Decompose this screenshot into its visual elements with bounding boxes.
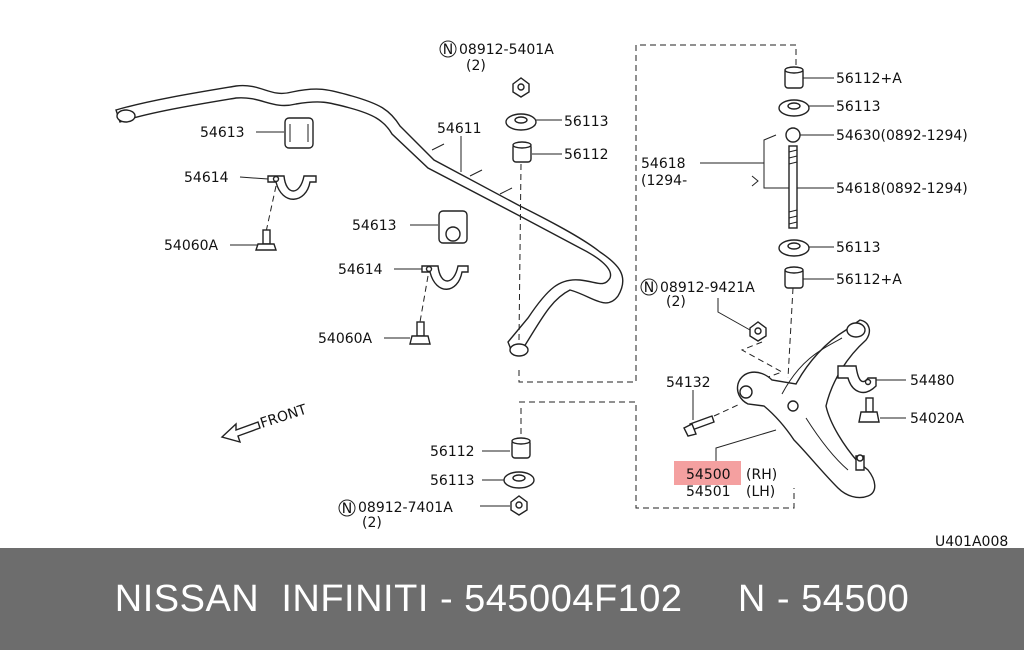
lower-control-arm — [736, 319, 876, 499]
bushing-left-1 — [284, 117, 314, 149]
link-washer-top — [778, 99, 810, 117]
link-rod-right-label: 54618(0892-1294) — [836, 181, 968, 197]
nut-bottom-code: 08912-7401A — [358, 500, 453, 516]
clamp-left-2 — [421, 265, 469, 290]
clamp-left-1-label: 54614 — [184, 170, 229, 186]
nut-bottom-qty: (2) — [362, 515, 382, 531]
bushing-top — [512, 141, 532, 163]
bushing-bottom — [511, 437, 531, 459]
link-bushing-top-label: 56112+A — [836, 71, 902, 87]
nut-arm — [749, 321, 767, 342]
bolt-left-1-label: 54060A — [164, 238, 219, 254]
arm-rh-side: (RH) — [746, 467, 777, 483]
nut-top-qty: (2) — [466, 58, 486, 74]
bushing-left-2 — [438, 210, 468, 244]
link-washer-top-label: 56113 — [836, 99, 881, 115]
arm-rh-label: 54500 — [686, 467, 731, 483]
link-collar-label: 54630(0892-1294) — [836, 128, 968, 144]
stabilizer-bar — [115, 84, 624, 357]
nut-top — [512, 77, 530, 98]
circled-n-marker: N — [439, 40, 457, 58]
front-label: FRONT — [258, 402, 309, 432]
svg-text:N: N — [644, 280, 654, 296]
svg-text:N: N — [342, 501, 352, 517]
bracket-bolt — [858, 397, 880, 423]
link-collar — [785, 127, 801, 143]
part-highlight — [674, 461, 741, 485]
link-washer-bottom-label: 56113 — [836, 240, 881, 256]
link-rod-left-date: (1294- — [641, 173, 687, 189]
bolt-left-2-label: 54060A — [318, 331, 373, 347]
part-number-caption: NISSAN INFINITI - 545004F102 N - 54500 — [114, 577, 910, 620]
bushing-left-1-label: 54613 — [200, 125, 245, 141]
clamp-left-1 — [267, 175, 317, 200]
diagram-code: U401A008 — [935, 534, 1008, 548]
washer-top — [505, 113, 537, 131]
link-bushing-top — [784, 66, 804, 89]
bushing-bottom-label: 56112 — [430, 444, 475, 460]
parts-diagram: FRONT — [115, 40, 1008, 548]
bracket — [837, 365, 877, 394]
front-arrow-icon — [220, 421, 261, 444]
arm-lh-label: 54501 — [686, 484, 731, 500]
bracket-bolt-label: 54020A — [910, 411, 965, 427]
bushing-top-label: 56112 — [564, 147, 609, 163]
circled-n-marker: N — [640, 278, 658, 296]
stabilizer-bar-label: 54611 — [437, 121, 482, 137]
arm-bolt — [683, 415, 715, 437]
link-washer-bottom — [778, 239, 810, 257]
circled-n-marker: N — [338, 499, 356, 517]
bolt-left-2 — [409, 321, 431, 345]
arm-bolt-label: 54132 — [666, 375, 711, 391]
arm-nut-qty: (2) — [666, 294, 686, 310]
bolt-left-1 — [255, 229, 277, 251]
nut-top-code: 08912-5401A — [459, 42, 554, 58]
link-rod-left-label: 54618 — [641, 156, 686, 172]
arm-nut-code: 08912-9421A — [660, 280, 755, 296]
washer-top-label: 56113 — [564, 114, 609, 130]
clamp-left-2-label: 54614 — [338, 262, 383, 278]
washer-bottom — [503, 471, 535, 489]
bracket-label: 54480 — [910, 373, 955, 389]
footer-banner: NISSAN INFINITI - 545004F102 N - 54500 — [0, 548, 1024, 650]
arm-lh-side: (LH) — [746, 484, 775, 500]
link-bushing-bottom-label: 56112+A — [836, 272, 902, 288]
washer-bottom-label: 56113 — [430, 473, 475, 489]
nut-bottom — [510, 495, 528, 516]
link-rod — [788, 145, 798, 229]
bushing-left-2-label: 54613 — [352, 218, 397, 234]
svg-text:N: N — [443, 42, 453, 58]
link-bushing-bottom — [784, 266, 804, 289]
